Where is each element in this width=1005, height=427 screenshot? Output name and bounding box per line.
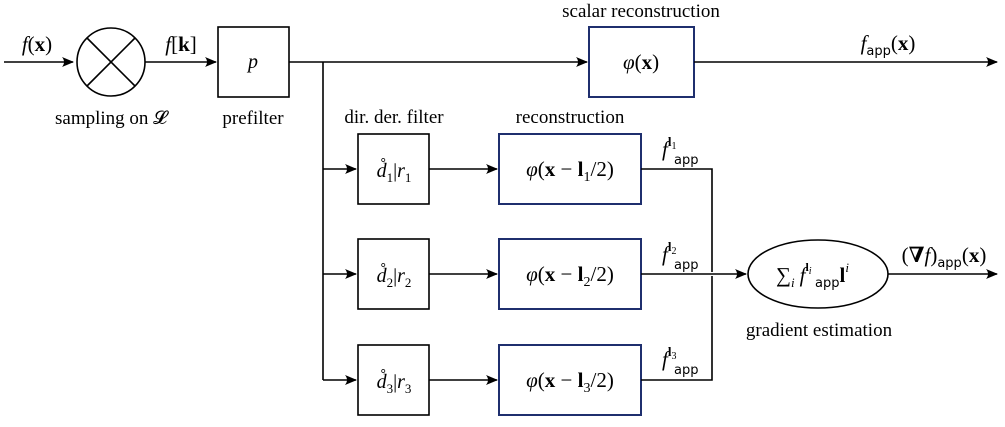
- reconstruction-block-2: [498, 238, 642, 310]
- reconstruction-block-1: [498, 133, 642, 205]
- scalar-reconstruction-block: [588, 26, 695, 98]
- prefilter-label: prefilter: [222, 108, 284, 129]
- sampling-label: sampling on 𝓛: [55, 108, 169, 129]
- dir-der-filter-formula-3: d̊3|r3: [377, 368, 412, 396]
- reconstruction-formula-2: φ(x − l2/2): [526, 262, 614, 290]
- svg-text:d̊2|r2: d̊2|r2: [377, 262, 412, 290]
- reconstruction-label: reconstruction: [516, 107, 625, 128]
- sampling-multiplier: [76, 27, 146, 97]
- input-signal-label: f(x): [22, 32, 52, 56]
- sampled-signal-label: f[k]: [165, 32, 197, 56]
- collector-line-3: [641, 276, 713, 381]
- dir-der-filter-formula-1: d̊1|r1: [377, 157, 412, 185]
- gradient-estimation-block: [747, 239, 889, 309]
- scalar-reconstruction-label: scalar reconstruction: [562, 1, 720, 22]
- prefilter-symbol: p: [246, 51, 258, 73]
- scalar-reconstruction-formula: φ(x): [623, 50, 659, 74]
- collector-line-1: [641, 168, 713, 272]
- gradient-output-label: (∇f)app(x): [902, 243, 987, 271]
- svg-text:d̊3|r3: d̊3|r3: [377, 368, 412, 396]
- reconstruction-block-3: [498, 344, 642, 416]
- output-signal-label: fapp(x): [861, 31, 916, 59]
- dir-der-filter-block-1: [357, 133, 430, 205]
- reconstruction-formula-1: φ(x − l1/2): [526, 157, 614, 185]
- svg-text:d̊1|r1: d̊1|r1: [377, 157, 412, 185]
- dir-der-filter-block-2: [357, 238, 430, 310]
- dir-der-filter-block-3: [357, 344, 430, 416]
- gradient-estimation-label: gradient estimation: [746, 320, 893, 341]
- dir-der-filter-label: dir. der. filter: [344, 107, 444, 128]
- prefilter-block: [217, 26, 290, 98]
- dir-der-filter-formula-2: d̊2|r2: [377, 262, 412, 290]
- reconstruction-formula-3: φ(x − l3/2): [526, 368, 614, 396]
